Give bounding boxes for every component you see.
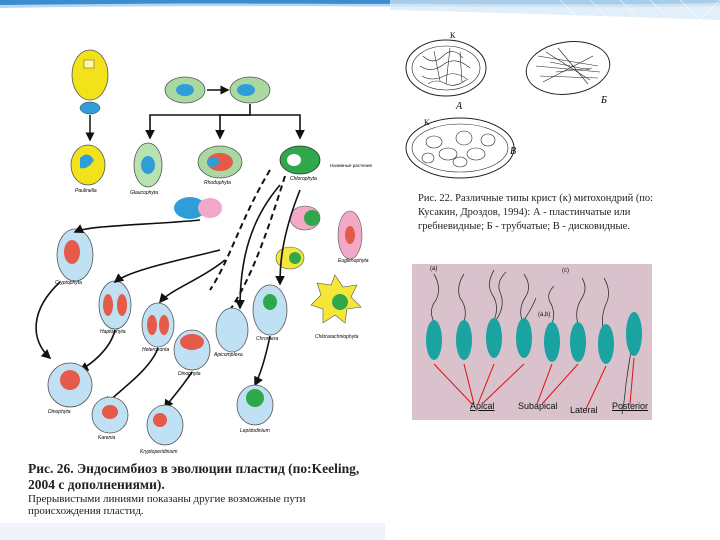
- label-k2: К: [424, 118, 430, 127]
- label-haptophyta: Haptophyta: [100, 329, 126, 335]
- footer-bar: [0, 523, 385, 540]
- label-posterior: Posterior: [612, 401, 648, 411]
- label-euglenophyta: Euglenophyta: [338, 258, 369, 264]
- figure-26-caption: Рис. 26. Эндосимбиоз в эволюции пластид …: [28, 461, 378, 517]
- label-b: Б: [600, 95, 607, 106]
- label-karenia: Karenia: [98, 435, 115, 441]
- label-glaucophyta: Glaucophyta: [130, 190, 158, 196]
- mitochondrion-b: [523, 36, 613, 99]
- mitochondrion-v: [406, 118, 514, 178]
- label-rhodophyta: Rhodophyta: [204, 180, 231, 186]
- label-k1: К: [450, 31, 456, 40]
- flagella-number-ab: (a,b): [538, 312, 550, 318]
- label-dinophyta-2: Dinophyta: [178, 371, 201, 377]
- chlorophyta-cell: [280, 146, 320, 174]
- label-apical: Apical: [470, 401, 495, 411]
- rhodophyta-cell: [198, 146, 242, 178]
- label-kryptoperidinium: Kryptoperidinium: [140, 449, 178, 455]
- label-dinophyta: Dinophyta: [48, 409, 71, 415]
- primary-endosymbiosis: [165, 77, 270, 103]
- label-a: А: [455, 101, 463, 112]
- branch-arrows: [150, 104, 300, 138]
- label-chlorophyta: Chlorophyta: [290, 176, 317, 182]
- mitochondrion-a: [406, 40, 486, 96]
- flagella-number-a: (a): [430, 266, 437, 272]
- label-subapical: Subapical: [518, 401, 558, 411]
- figure-26-caption-note: Прерывистыми линиями показаны другие воз…: [28, 493, 378, 517]
- flagella-figure-panel: Apical Subapical Lateral Posterior (a) (…: [412, 264, 652, 420]
- label-apicomplexa: Apicomplexa: [213, 352, 243, 358]
- label-v: В: [510, 146, 516, 157]
- paulinella-result: [71, 145, 105, 185]
- flagellate-cells: [426, 312, 642, 364]
- header-decoration: [0, 0, 720, 22]
- figure-26-panel: Paulinella Glaucophyta Rhodophyta Chloro…: [0, 20, 385, 525]
- label-heterokonta: Heterokonta: [142, 347, 169, 353]
- label-lepidodinium: Lepidodinium: [240, 428, 270, 434]
- flagella-number-c: (c): [562, 268, 569, 274]
- label-lateral: Lateral: [570, 405, 598, 415]
- label-chromera: Chromera: [256, 336, 278, 342]
- figure-22-caption: Рис. 22. Различные типы крист (к) митохо…: [418, 192, 668, 234]
- label-green-plants: Наземные растения: [330, 163, 373, 168]
- endosymbiosis-diagram: Paulinella Glaucophyta Rhodophyta Chloro…: [0, 20, 385, 460]
- mitochondria-figure: А Б В К К: [398, 26, 658, 191]
- paulinella-cell: [72, 50, 108, 114]
- label-paulinella: Paulinella: [75, 188, 97, 194]
- glaucophyta-cell: [134, 143, 162, 187]
- figure-26-caption-title: Рис. 26. Эндосимбиоз в эволюции пластид …: [28, 461, 359, 492]
- label-cryptophyta: Cryptophyta: [55, 280, 82, 286]
- flagella-diagram: [412, 264, 652, 420]
- header-wave-graphic: [0, 0, 720, 22]
- label-chlorarachniophyta: Chlorarachniophyta: [315, 334, 359, 340]
